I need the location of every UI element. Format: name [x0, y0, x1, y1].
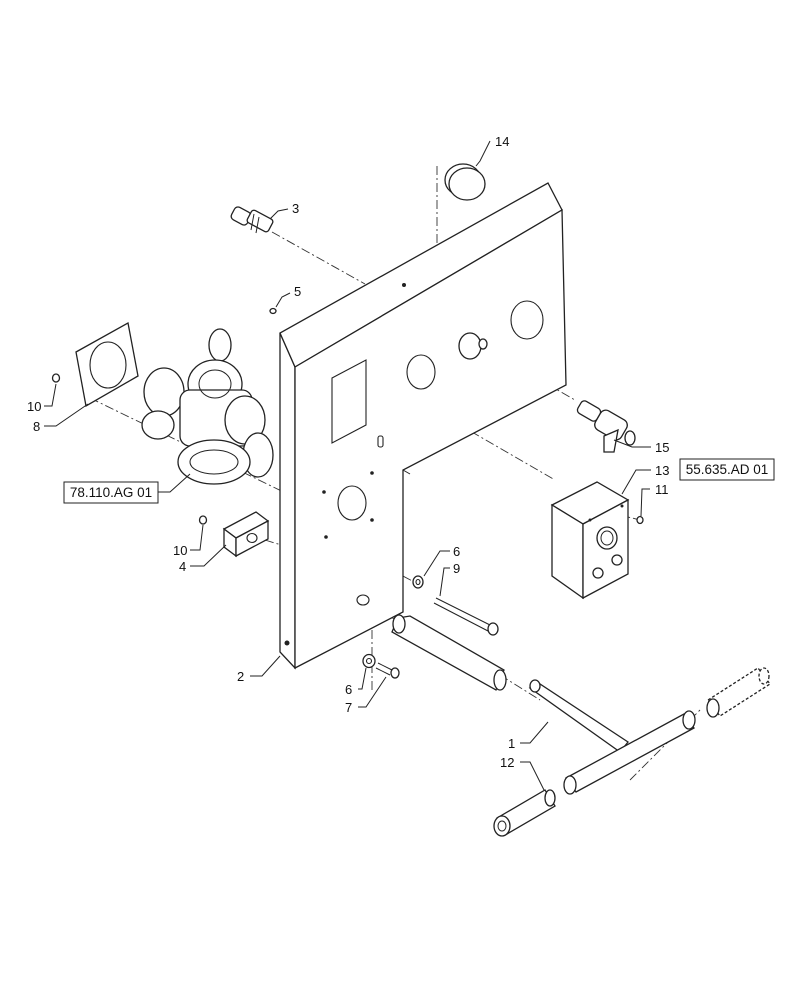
callout-2: 2 — [237, 669, 244, 684]
control-box — [550, 481, 630, 600]
small-screw — [269, 307, 277, 315]
pump-valve-assembly — [141, 328, 274, 485]
callout-10: 10 — [27, 399, 41, 414]
callout-6: 6 — [453, 544, 460, 559]
callout-7: 7 — [345, 700, 352, 715]
callout-9: 9 — [453, 561, 460, 576]
callout-10: 10 — [173, 543, 187, 558]
plug-cap — [444, 163, 486, 201]
nut-lower — [198, 515, 208, 525]
long-bolt — [433, 597, 499, 636]
nut-upper — [51, 373, 61, 383]
grip-sleeve — [706, 667, 771, 718]
grip-12 — [493, 789, 556, 837]
t-handle — [528, 679, 696, 795]
callout-numbers: 14 3 5 10 8 15 13 11 10 4 6 9 2 6 7 1 12 — [27, 134, 669, 770]
callout-4: 4 — [179, 559, 186, 574]
callout-12: 12 — [500, 755, 514, 770]
washer-upper — [412, 575, 424, 589]
callout-14: 14 — [495, 134, 509, 149]
grommet — [458, 332, 488, 360]
ball-valve — [576, 400, 636, 453]
callout-3: 3 — [292, 201, 299, 216]
washer-lower — [362, 653, 376, 669]
reference-55-635[interactable]: 55.635.AD 01 — [679, 458, 775, 481]
fitting — [230, 206, 274, 234]
callout-13: 13 — [655, 463, 669, 478]
callout-8: 8 — [33, 419, 40, 434]
reference-label: 55.635.AD 01 — [686, 462, 769, 477]
mounting-plate — [279, 182, 567, 670]
callout-1: 1 — [508, 736, 515, 751]
callout-11: 11 — [655, 482, 669, 497]
callout-5: 5 — [294, 284, 301, 299]
screw-11 — [636, 515, 644, 525]
reference-label: 78.110.AG 01 — [70, 485, 152, 500]
callout-15: 15 — [655, 440, 669, 455]
handle-socket-tube — [391, 614, 507, 691]
leader-lines — [44, 140, 651, 791]
callout-6: 6 — [345, 682, 352, 697]
reference-78-110[interactable]: 78.110.AG 01 — [63, 481, 159, 504]
short-bolt — [375, 662, 400, 679]
mounting-block — [222, 511, 270, 558]
gasket-plate — [75, 321, 139, 408]
